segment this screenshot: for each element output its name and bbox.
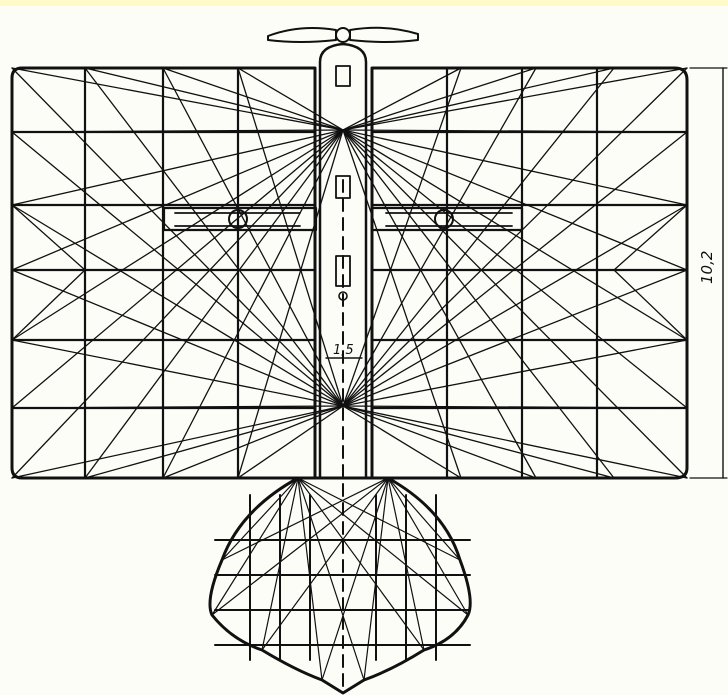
- bracing-wire: [342, 204, 688, 407]
- bracing-wire: [162, 129, 344, 479]
- tail-bracing-wire: [363, 477, 389, 681]
- bracing-wire: [342, 129, 537, 479]
- right-engine-hub: [434, 209, 454, 229]
- bracing-wire: [237, 405, 344, 479]
- bracing-wire: [11, 405, 344, 479]
- tailplane-outline: [208, 476, 472, 695]
- bracing-wire: [11, 67, 344, 131]
- bracing-wire: [342, 339, 688, 407]
- tail-bracing-wire: [297, 477, 469, 616]
- propeller-blade-right: [349, 26, 419, 43]
- engines: [162, 206, 524, 232]
- bracing-wire: [11, 204, 86, 271]
- bracing-wire: [342, 67, 688, 407]
- tail-bracing-wire: [387, 477, 461, 561]
- bracing-wire: [84, 129, 344, 479]
- tail-bracing-wire: [297, 477, 461, 561]
- nose-propeller: [267, 26, 419, 43]
- bracing-wire: [11, 269, 344, 407]
- bracing-wire: [342, 269, 688, 407]
- wing-bracing-wires: [11, 67, 688, 479]
- bracing-wire: [11, 129, 344, 206]
- bracing-wire: [342, 67, 688, 131]
- left-engine-nacelle: [162, 206, 318, 232]
- bracing-wire: [11, 269, 86, 341]
- rear-cockpit-box: [335, 255, 351, 287]
- span-dimension: 10,2: [689, 67, 728, 479]
- bracing-wire: [11, 204, 344, 407]
- bracing-wire: [11, 67, 344, 407]
- tail-bracing-wire: [297, 477, 365, 681]
- bracing-wire: [342, 129, 688, 479]
- bracing-wire: [342, 405, 462, 479]
- tail-bracing-wire: [211, 477, 299, 616]
- bracing-wire: [342, 131, 688, 407]
- bracing-wire: [342, 129, 688, 341]
- bracing-wire: [342, 405, 537, 479]
- tail-bracing-wire: [221, 477, 389, 561]
- bracing-wire: [84, 405, 344, 479]
- mid-cockpit-box: [335, 175, 351, 199]
- bracing-wire: [342, 405, 688, 479]
- right-engine-nacelle: [370, 206, 524, 232]
- tail-bracing-wire: [297, 477, 425, 651]
- bracing-wire: [342, 67, 615, 131]
- left-wing-outline: [10, 66, 317, 480]
- bracing-wire: [613, 269, 688, 341]
- propeller-blade-left: [267, 27, 337, 43]
- bracing-wire: [342, 67, 462, 407]
- left-engine-detail: [174, 212, 301, 227]
- wing-rib-grid: [10, 66, 689, 480]
- tail-rib-grid: [211, 477, 471, 681]
- left-engine-hub: [228, 209, 248, 229]
- bracing-wire: [342, 129, 688, 133]
- front-cockpit-box: [335, 65, 351, 87]
- bracing-wire: [84, 67, 344, 131]
- bracing-wire: [342, 67, 462, 131]
- tail-bracing-wire: [387, 477, 425, 651]
- bracing-wire: [84, 67, 344, 407]
- bracing-wire: [342, 67, 537, 407]
- bracing-wire: [11, 129, 344, 479]
- bracing-wire: [342, 405, 688, 409]
- bracing-wire: [237, 67, 344, 407]
- span-label: 10,2: [698, 251, 716, 284]
- bracing-wire: [162, 67, 344, 407]
- bracing-wire: [11, 131, 344, 407]
- bracing-wire: [342, 67, 615, 407]
- fuselage-outline: [318, 42, 368, 480]
- top-strip: [0, 0, 728, 6]
- tail-bracing-wire: [297, 477, 323, 681]
- bracing-wire: [11, 339, 344, 407]
- bracing-wire: [162, 405, 344, 479]
- tail-bracing-wire: [221, 477, 299, 561]
- bracing-wire: [342, 129, 688, 206]
- tail-bracing-wire: [321, 477, 389, 681]
- center-gap-label: 1,5: [333, 343, 354, 358]
- bracing-wire: [342, 67, 537, 131]
- bracing-wire: [342, 129, 462, 479]
- bracing-wire: [11, 405, 344, 409]
- propeller-hub: [335, 27, 351, 43]
- tail-bracing-wire: [261, 477, 389, 651]
- bracing-wire: [11, 129, 344, 341]
- bracing-wire: [162, 67, 344, 131]
- fuselage: 1,5: [318, 42, 368, 691]
- bracing-wire: [342, 405, 615, 479]
- bracing-wire: [237, 67, 344, 131]
- bracing-wire: [342, 129, 615, 479]
- tail-bracing-wire: [211, 477, 389, 616]
- tail-bracing-wire: [261, 477, 299, 651]
- bracing-wire: [237, 129, 344, 479]
- fuel-cap: [338, 291, 348, 301]
- bracing-wire: [613, 204, 688, 271]
- wing: [10, 66, 689, 480]
- tail-bracing-wire: [387, 477, 469, 616]
- bracing-wire: [11, 129, 344, 271]
- bracing-wire: [342, 129, 688, 271]
- bracing-wire: [11, 129, 344, 133]
- tail-assembly: [208, 476, 472, 695]
